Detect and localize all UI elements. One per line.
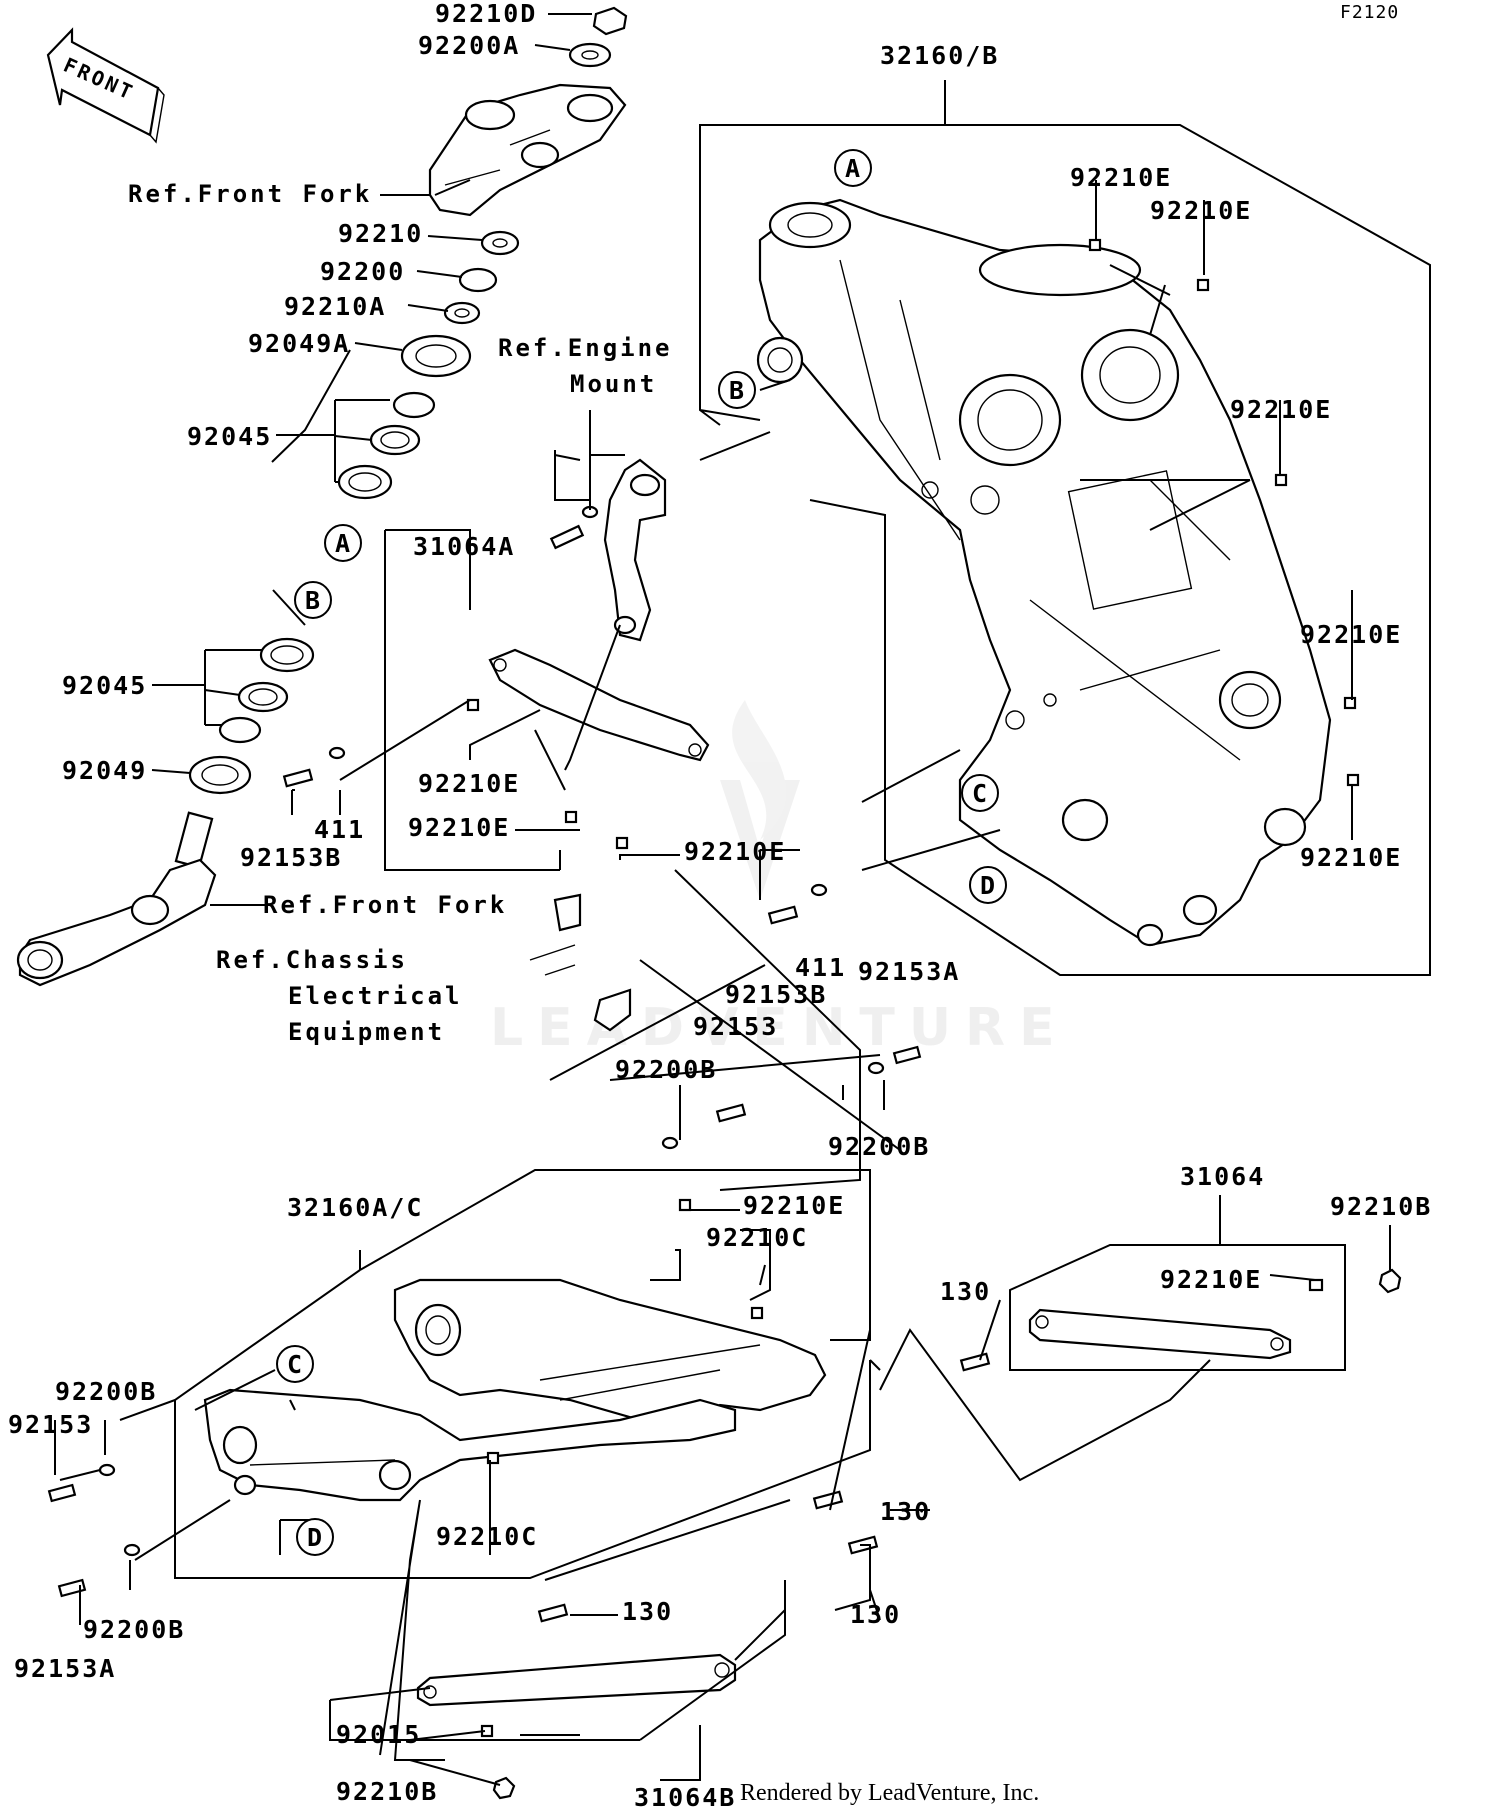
label-92200: 92200 — [320, 257, 405, 286]
label-92045-lower: 92045 — [62, 671, 147, 700]
label-92210A: 92210A — [284, 292, 386, 321]
label-92153A-top: 92153A — [858, 957, 960, 986]
label-32160B: 32160/B — [880, 41, 999, 70]
label-130-bottom: 130 — [622, 1597, 673, 1626]
callout-markers: A B C D A B C D — [276, 149, 1007, 1556]
ref-chassis-line1: Ref.Chassis — [216, 946, 408, 974]
label-130-mid: 130 — [880, 1497, 931, 1526]
washer-92200A-shape — [568, 42, 612, 68]
footer-credit: Rendered by LeadVenture, Inc. — [740, 1780, 1039, 1806]
cross-member-31064A — [488, 648, 710, 762]
sub-frame-32160AC — [203, 1278, 827, 1502]
ref-engine-mount-line1: Ref.Engine — [498, 334, 673, 362]
label-411-left: 411 — [314, 815, 365, 844]
svg-text:C: C — [972, 779, 989, 808]
label-92200B-left: 92200B — [55, 1377, 157, 1406]
label-92210E-6: 92210E — [418, 769, 520, 798]
watermark-text: LEADVENTURE — [490, 998, 1069, 1058]
label-92210D: 92210D — [435, 0, 537, 28]
label-411-right: 411 — [795, 953, 846, 982]
callout-b-stem: B — [294, 581, 332, 619]
ref-engine-mount-line2: Mount — [570, 370, 657, 398]
label-92210B-bottom: 92210B — [336, 1777, 438, 1806]
label-130-right: 130 — [940, 1277, 991, 1306]
label-92210C-top: 92210C — [706, 1223, 808, 1252]
engine-mount-bracket — [603, 458, 667, 642]
label-92153-top: 92153 — [693, 1012, 778, 1041]
svg-text:A: A — [335, 529, 352, 558]
cross-bar-31064B — [416, 1653, 737, 1707]
label-92210B-right: 92210B — [1330, 1192, 1432, 1221]
reference-labels: Ref.Front Fork Ref.Engine Mount Ref.Fron… — [128, 180, 673, 1046]
label-92200B-bottom: 92200B — [83, 1615, 185, 1644]
label-92210E-1: 92210E — [1070, 163, 1172, 192]
steering-stem-parts — [16, 6, 628, 987]
svg-text:C: C — [287, 1350, 304, 1379]
label-92153B-right: 92153B — [725, 980, 827, 1009]
ref-front-fork-top: Ref.Front Fork — [128, 180, 372, 208]
label-92153-left: 92153 — [8, 1410, 93, 1439]
cross-bar-31064 — [1028, 1308, 1292, 1360]
svg-text:B: B — [305, 586, 322, 615]
svg-text:A: A — [845, 154, 862, 183]
callout-c-subframe: C — [276, 1345, 314, 1383]
ref-chassis-line2: Electrical — [288, 982, 463, 1010]
svg-text:D: D — [307, 1523, 324, 1552]
label-92210E-8: 92210E — [684, 837, 786, 866]
ref-chassis-line3: Equipment — [288, 1018, 445, 1046]
label-92210E-3: 92210E — [1230, 395, 1332, 424]
part-labels: 92210D 92200A 92210 92200 92210A 92049 A … — [8, 0, 1432, 1812]
figure-id: F2120 — [1340, 2, 1399, 23]
label-92210E-10: 92210E — [1160, 1265, 1262, 1294]
callout-a-stem: A — [324, 524, 362, 562]
fasteners — [47, 238, 1402, 1800]
svg-text:D: D — [980, 871, 997, 900]
label-92049A: 92049A — [248, 329, 350, 358]
label-92049: 92049 — [62, 756, 147, 785]
label-92015: 92015 — [336, 1720, 421, 1749]
label-92200B-top-2: 92200B — [828, 1132, 930, 1161]
label-92210E-5: 92210E — [1300, 843, 1402, 872]
chassis-electrical-bracket — [529, 893, 632, 1032]
label-92200A: 92200A — [418, 31, 520, 60]
label-92210E-9: 92210E — [743, 1191, 845, 1220]
ref-front-fork-bottom: Ref.Front Fork — [263, 891, 507, 919]
label-92210E-7: 92210E — [408, 813, 510, 842]
callout-d-frame: D — [969, 866, 1007, 904]
main-frame-32160B — [756, 198, 1332, 947]
callout-c-frame: C — [961, 774, 999, 812]
label-92210E-4: 92210E — [1300, 620, 1402, 649]
label-92210C-bottom: 92210C — [436, 1522, 538, 1551]
front-arrow-icon: FRONT — [46, 27, 165, 144]
callout-a-top: A — [834, 149, 872, 187]
leader-lines — [54, 13, 1431, 1786]
label-92200B-top-1: 92200B — [615, 1055, 717, 1084]
label-31064B: 31064B — [634, 1783, 736, 1809]
label-31064A: 31064A — [413, 532, 515, 561]
label-92153A-bottom: 92153A — [14, 1654, 116, 1683]
callout-b-top: B — [718, 371, 756, 409]
svg-text:B: B — [729, 376, 746, 405]
label-92153B-left: 92153B — [240, 843, 342, 872]
label-31064: 31064 — [1180, 1162, 1265, 1191]
nut-92210D-shape — [592, 6, 628, 36]
label-92210E-2: 92210E — [1150, 196, 1252, 225]
watermark: LEADVENTURE — [490, 700, 1069, 1058]
callout-d-subframe: D — [296, 1518, 334, 1556]
label-32160AC: 32160A/C — [287, 1193, 423, 1222]
label-130-low: 130 — [850, 1600, 901, 1629]
label-92045-upper: 92045 — [187, 422, 272, 451]
label-92210: 92210 — [338, 219, 423, 248]
lower-triple-clamp-shape — [18, 858, 217, 987]
